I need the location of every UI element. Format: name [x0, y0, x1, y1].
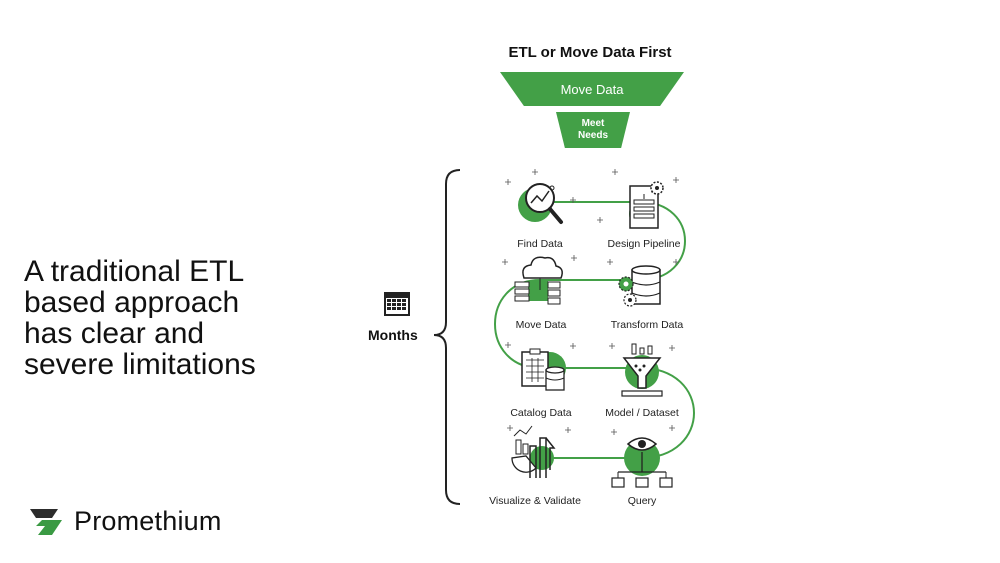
funnel-dataset-icon [621, 343, 663, 397]
duration-label: Months [368, 327, 418, 343]
database-gears-icon [618, 265, 661, 307]
headline-line-2: based approach [24, 286, 240, 319]
calendar-icon [384, 292, 410, 316]
eye-network-icon [611, 437, 673, 488]
step-label-query: Query [627, 495, 657, 507]
step-label-transform-data: Transform Data [610, 319, 684, 331]
magnifier-chart-icon [518, 183, 563, 224]
promethium-logo-icon [30, 508, 62, 535]
funnel-title: ETL or Move Data First [508, 44, 672, 61]
funnel-top-label: Move Data [560, 81, 624, 97]
document-gears-icon [629, 181, 664, 229]
headline: A traditional ETL based approach has cle… [24, 256, 324, 380]
funnel-top-segment: Move Data [500, 72, 684, 106]
funnel-bottom-label-line-1: Meet [581, 118, 605, 129]
cloud-servers-icon [514, 256, 563, 305]
funnel-bottom-segment: Meet Needs [556, 112, 630, 148]
funnel-bottom-label-line-2: Needs [577, 130, 608, 141]
curly-brace [433, 169, 461, 505]
step-label-move-data: Move Data [515, 319, 567, 331]
sparkle-decorations [502, 169, 679, 435]
charts-icon [511, 425, 556, 478]
step-label-model-dataset: Model / Dataset [605, 407, 679, 419]
process-flow-line [494, 201, 695, 459]
clipboard-database-icon [521, 348, 566, 391]
brand-name: Promethium [74, 506, 222, 536]
step-label-catalog-data: Catalog Data [510, 407, 572, 419]
brand-logo: Promethium [28, 506, 222, 537]
headline-line-1: A traditional ETL [24, 255, 245, 288]
step-label-find-data: Find Data [517, 238, 563, 250]
headline-line-3: has clear and [24, 317, 205, 350]
step-label-design-pipeline: Design Pipeline [607, 238, 681, 250]
step-label-visualize-validate: Visualize & Validate [489, 495, 581, 507]
headline-line-4: severe limitations [24, 348, 256, 381]
